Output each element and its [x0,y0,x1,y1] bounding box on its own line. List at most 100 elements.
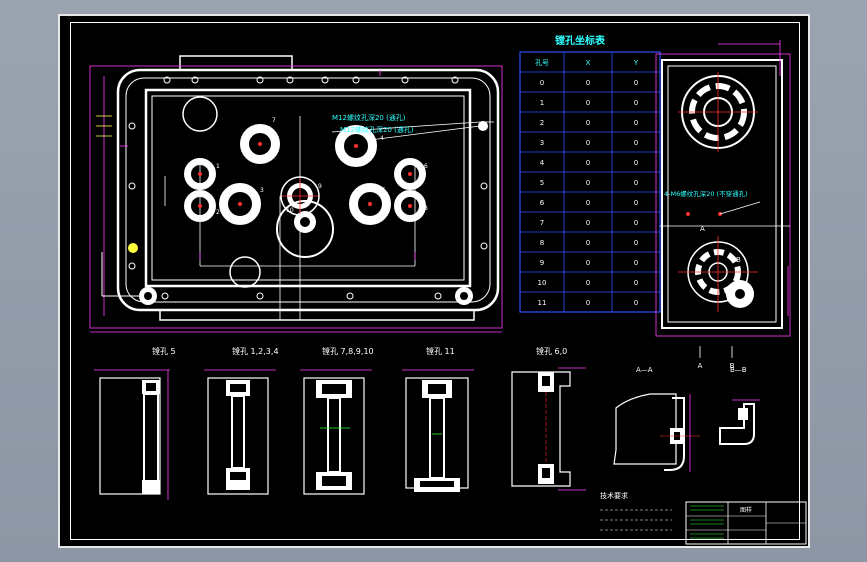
bore-ring [335,125,377,167]
table-cell: 0 [634,99,638,107]
table-cell: 3 [540,139,544,147]
table-cell: 0 [586,299,590,307]
bore-label: 4 [380,135,384,142]
table-cell: 0 [586,179,590,187]
table-cell: 0 [540,79,544,87]
bore-label: 3 [260,187,264,194]
section-b-b: B—B [719,366,760,445]
section-a-a: A—A [613,366,700,472]
bore-center-mark [408,204,412,208]
table-cell: 0 [586,239,590,247]
bore-center-mark [258,142,262,146]
table-cell: 7 [540,219,544,227]
title-block: 图样 [685,501,807,545]
table-cell: 0 [634,279,638,287]
section-bore-1234: 镗孔 1,2,3,4 [204,346,279,495]
bore-label: 6 [424,163,428,170]
table-cell: 11 [538,299,547,307]
tech-notes-title: 技术要求 [600,491,628,500]
bore-ring [219,183,261,225]
technical-notes: 技术要求 [600,491,672,531]
bore-ring [184,158,216,190]
table-cell: 10 [538,279,547,287]
bore-label: 9 [318,183,322,190]
table-cell: 0 [586,119,590,127]
title-block-label: 图样 [740,506,752,514]
table-cell: 0 [586,79,590,87]
table-cell: 0 [586,219,590,227]
main-plan-view [89,55,503,333]
bore-center-mark [368,202,372,206]
table-cell: 0 [634,259,638,267]
table-header-0: 孔号 [535,59,549,67]
section-mark-aa: A—A [636,366,653,374]
table-cell: 4 [540,159,545,167]
bore-center-mark [354,144,358,148]
section-title-1234: 镗孔 1,2,3,4 [232,346,279,356]
table-cell: 8 [540,239,544,247]
table-cell: 0 [586,259,590,267]
bore-center-mark [408,172,412,176]
view-mark-b: B [736,256,741,264]
bore-label: 7 [272,117,276,124]
bore-ring [394,190,426,222]
table-cell: 0 [634,239,638,247]
side-callout: 4-M6螺纹孔深20 (不穿通孔) [664,189,748,198]
section-title-60: 镗孔 6,0 [536,346,567,356]
bore-ring [349,183,391,225]
table-cell: 0 [586,139,590,147]
table-cell: 0 [634,139,638,147]
section-bore-5: 镗孔 5 [94,346,176,500]
section-title-78910: 镗孔 7,8,9,10 [322,346,374,356]
bore-ring [240,124,280,164]
table-header-2: Y [633,59,639,67]
bore-label: 8 [424,205,428,212]
section-title-5: 镗孔 5 [152,346,176,356]
table-cell: 0 [586,159,590,167]
main-callouts: M12螺纹孔深20 (通孔) M12螺纹孔深20 (通孔) [332,113,414,134]
table-header-1: X [586,59,591,67]
table-cell: 0 [634,199,638,207]
table-cell: 0 [634,219,638,227]
table-cell: 0 [586,279,590,287]
section-title-11: 镗孔 11 [426,346,455,356]
table-cell: 9 [540,259,544,267]
bore-center-mark [198,172,202,176]
bore-label: 2 [216,209,220,216]
bore-ring [394,158,426,190]
table-cell: 0 [586,99,590,107]
table-cell: 2 [540,119,544,127]
bore-label: 1 [216,163,220,170]
drawing-border [70,22,800,540]
table-cell: 0 [634,179,638,187]
view-mark-a: A [700,225,705,233]
table-cell: 5 [540,179,544,187]
view-mark-b-bottom: B [730,362,735,370]
bore-center-mark [198,204,202,208]
table-cell: 6 [540,199,545,207]
bore-label: 10 [286,207,294,214]
bore-ring [184,190,216,222]
bore-group: 7 1 2 3 4 5 6 8 9 10 [184,117,428,225]
table-cell: 0 [586,199,590,207]
table-cell: 1 [540,99,544,107]
section-bore-11: 镗孔 11 [402,346,474,492]
section-bore-78910: 镗孔 7,8,9,10 [300,346,374,495]
side-view: 4-M6螺纹孔深20 (不穿通孔) A B A B [655,40,791,370]
view-mark-a-bottom: A [698,362,703,370]
callout-2: M12螺纹孔深20 (通孔) [340,125,414,134]
section-mark-bb: B—B [730,366,747,374]
table-cell: 0 [634,159,638,167]
section-views: 镗孔 5 镗孔 1,2,3,4 镗孔 7,8,9,10 [94,346,760,500]
table-cell: 0 [634,79,638,87]
table-title: 镗孔坐标表 [555,34,606,47]
table-cell: 0 [634,299,638,307]
table-cell: 0 [634,119,638,127]
section-bore-60: 镗孔 6,0 [511,346,586,491]
bore-center-mark [238,202,242,206]
bore-label: 5 [382,187,386,194]
callout-1: M12螺纹孔深20 (通孔) [332,113,406,122]
